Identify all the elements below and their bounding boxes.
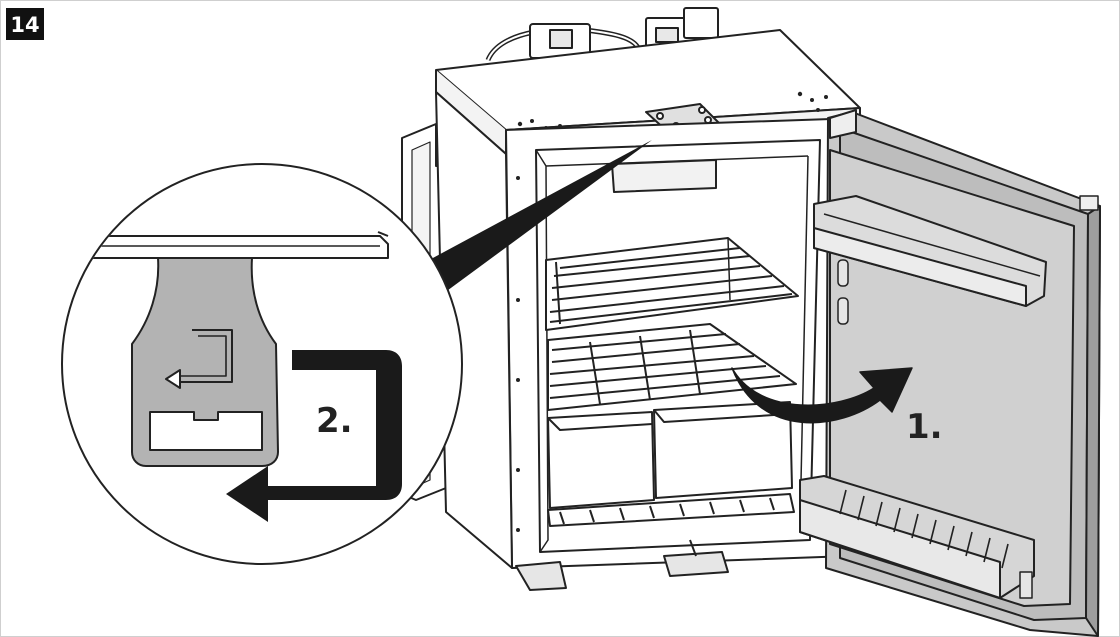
interior-light bbox=[611, 159, 717, 193]
wire-shelf-lower bbox=[547, 323, 797, 411]
step-badge-box bbox=[6, 8, 44, 40]
zoom-pointer bbox=[418, 140, 652, 296]
foot-center bbox=[663, 551, 729, 577]
refrigerator-door bbox=[799, 109, 1101, 637]
callout-label-2: 2. bbox=[316, 401, 353, 441]
callout-step-1: 1. bbox=[906, 407, 943, 447]
refrigerator bbox=[401, 7, 1101, 637]
crisper-drawers bbox=[547, 401, 793, 509]
arrow-unhook bbox=[226, 350, 402, 522]
wire-shelf-upper bbox=[545, 237, 799, 331]
callout-label-1: 1. bbox=[906, 407, 943, 447]
zoom-detail: 2. bbox=[61, 163, 463, 565]
wire-shelf-bottom bbox=[547, 493, 795, 527]
step-badge: 14 bbox=[6, 8, 44, 40]
step-number: 14 bbox=[10, 13, 39, 37]
arrow-open-door bbox=[731, 367, 913, 424]
foot-left bbox=[515, 561, 567, 591]
